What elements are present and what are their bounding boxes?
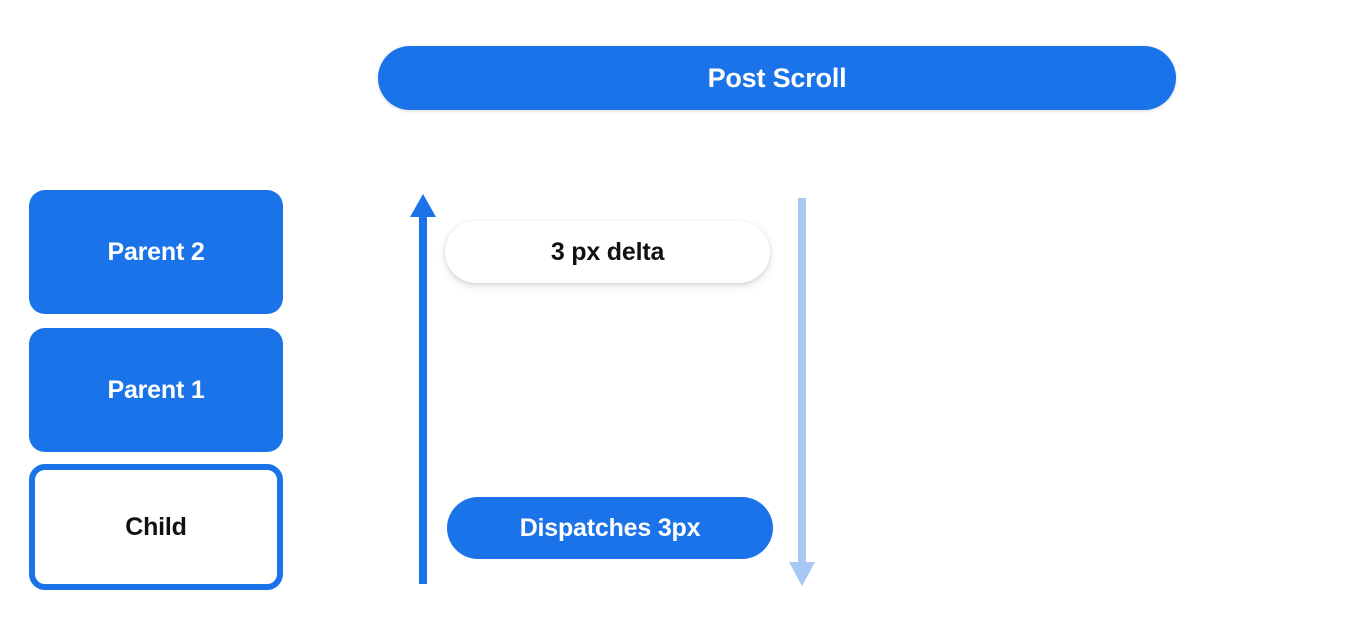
scroll-down-arrow-icon <box>784 196 820 588</box>
scroll-up-arrow-icon <box>405 192 441 588</box>
post-scroll-header: Post Scroll <box>378 46 1176 110</box>
box-child-label: Child <box>125 512 187 541</box>
note-pill-dispatch-label: Dispatches 3px <box>519 513 701 542</box>
box-child: Child <box>29 464 283 590</box>
note-pill-delta: 3 px delta <box>445 221 770 283</box>
box-parent-2-label: Parent 2 <box>107 237 205 266</box>
note-pill-delta-label: 3 px delta <box>550 237 665 266</box>
note-pill-dispatch: Dispatches 3px <box>447 497 773 559</box>
box-parent-1: Parent 1 <box>29 328 283 452</box>
box-parent-2: Parent 2 <box>29 190 283 314</box>
post-scroll-header-label: Post Scroll <box>707 62 847 93</box>
box-parent-1-label: Parent 1 <box>107 375 205 404</box>
